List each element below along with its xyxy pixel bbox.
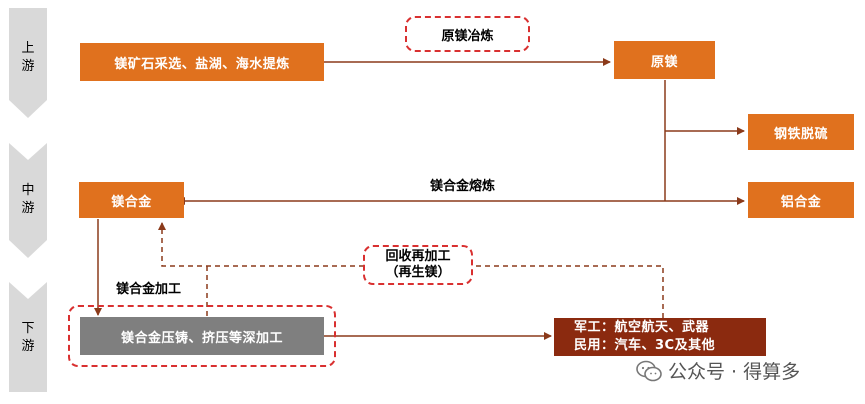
label-smelting-text: 原镁冶炼 [441, 28, 494, 44]
stage-bar-upstream [9, 8, 47, 118]
node-magnesium-alloy: 镁合金 [79, 182, 184, 218]
label-alloy-melting: 镁合金熔炼 [430, 179, 496, 194]
watermark: 公众号 · 得算多 [636, 357, 800, 384]
node-applications: 军工：航空航天、武器 民用：汽车、3C及其他 [554, 318, 766, 356]
label-alloy-processing: 镁合金加工 [116, 282, 182, 297]
stage-upstream: 上 游 [9, 40, 47, 76]
stage-upstream-char-2: 游 [21, 59, 35, 74]
node-aluminum-alloy: 铝合金 [748, 182, 854, 218]
stage-downstream: 下 游 [9, 320, 47, 356]
node-deep-processing: 镁合金压铸、挤压等深加工 [80, 317, 324, 355]
stage-downstream-char-1: 下 [21, 321, 35, 336]
label-smelting: 原镁冶炼 [405, 16, 530, 52]
stage-midstream-char-2: 游 [21, 201, 35, 216]
application-military: 军工：航空航天、武器 [574, 320, 710, 335]
stage-bar-midstream [9, 143, 47, 258]
stage-midstream-char-1: 中 [21, 183, 35, 198]
label-recycled-magnesium: （再生镁） [385, 265, 451, 280]
stage-upstream-char-1: 上 [21, 41, 35, 56]
label-recycling: 回收再加工 （再生镁） [363, 245, 473, 285]
wechat-icon [636, 360, 662, 381]
label-recycling-text: 回收再加工 [385, 249, 451, 264]
stage-bar-downstream [9, 282, 47, 392]
stage-midstream: 中 游 [9, 182, 47, 218]
application-civilian: 民用：汽车、3C及其他 [574, 338, 716, 353]
node-mining: 镁矿石采选、盐湖、海水提炼 [80, 43, 324, 81]
stage-downstream-char-2: 游 [21, 339, 35, 354]
highlight-deep-processing [68, 305, 336, 367]
node-steel-desulfurization: 钢铁脱硫 [748, 114, 854, 150]
watermark-text: 公众号 · 得算多 [668, 361, 801, 383]
node-primary-magnesium: 原镁 [614, 41, 715, 79]
